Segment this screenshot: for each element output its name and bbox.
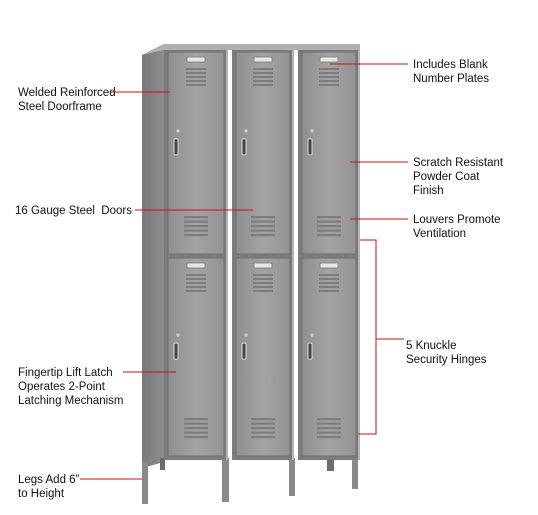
louver-slot: [319, 278, 339, 280]
locker-top: [142, 44, 360, 55]
louver-slot: [317, 216, 341, 219]
label-fingertip-latch: Fingertip Lift Latch Operates 2-Point La…: [18, 367, 124, 407]
latch-handle: [173, 138, 179, 156]
louver-slot: [251, 220, 275, 223]
louver-slot: [319, 68, 339, 70]
label-powder-coat: Scratch Resistant Powder Coat Finish: [413, 157, 504, 197]
louver-slot: [186, 68, 206, 70]
louver-slot: [319, 80, 339, 82]
label-welded-frame: Welded Reinforced Steel Doorframe: [18, 87, 116, 113]
louver-slot: [317, 229, 341, 232]
louver-slot: [186, 290, 206, 292]
louver-slot: [253, 76, 273, 78]
louver-slot: [184, 225, 208, 228]
louver-slot: [317, 418, 341, 421]
louver-slot: [319, 290, 339, 292]
louver-slot: [186, 80, 206, 82]
louver-slot: [186, 76, 206, 78]
label-number-plates: Includes Blank Number Plates: [413, 59, 490, 85]
number-plate: [186, 262, 206, 269]
louver-slot: [317, 234, 341, 237]
louver-slot: [184, 427, 208, 430]
louver-slot: [184, 220, 208, 223]
louver-slot: [186, 286, 206, 288]
louver-slot: [186, 274, 206, 276]
lock-hole: [176, 129, 180, 133]
lock-hole: [310, 129, 314, 133]
number-plate: [186, 56, 206, 63]
louver-slot: [186, 72, 206, 74]
louver-slot: [253, 68, 273, 70]
louver-slot: [253, 282, 273, 284]
louver-slot: [184, 422, 208, 425]
lock-hole: [176, 333, 180, 337]
lock-hole: [244, 333, 248, 337]
louver-slot: [251, 234, 275, 237]
louver-slot: [251, 418, 275, 421]
locker-side-panel: [142, 44, 164, 468]
louver-slot: [251, 427, 275, 430]
louver-slot: [251, 422, 275, 425]
label-hinges: 5 Knuckle Security Hinges: [406, 340, 487, 366]
latch-handle: [241, 138, 247, 156]
label-legs: Legs Add 6” to Height: [18, 474, 80, 500]
louver-slot: [186, 84, 206, 86]
louver-slot: [251, 216, 275, 219]
louver-slot: [186, 282, 206, 284]
louver-slot: [253, 72, 273, 74]
louver-slot: [184, 418, 208, 421]
louver-slot: [317, 422, 341, 425]
label-gauge-doors: 16 Gauge Steel Doors: [15, 205, 132, 217]
louver-slot: [317, 220, 341, 223]
louver-slot: [253, 274, 273, 276]
louver-slot: [186, 278, 206, 280]
latch-handle: [241, 342, 247, 360]
louver-slot: [253, 80, 273, 82]
louver-slot: [251, 431, 275, 434]
louver-slot: [253, 278, 273, 280]
louver-slot: [317, 225, 341, 228]
louver-slot: [184, 436, 208, 439]
louver-slot: [184, 216, 208, 219]
louver-slot: [184, 229, 208, 232]
louver-slot: [253, 286, 273, 288]
louver-slot: [184, 234, 208, 237]
louver-slot: [319, 72, 339, 74]
louver-slot: [184, 431, 208, 434]
locker-edge: [358, 50, 360, 460]
louver-slot: [319, 286, 339, 288]
latch-handle: [307, 138, 313, 156]
leader-hinges-bracket: [358, 239, 377, 435]
number-plate: [253, 262, 273, 269]
lock-hole: [244, 129, 248, 133]
louver-slot: [319, 76, 339, 78]
louver-slot: [317, 431, 341, 434]
louver-slot: [319, 274, 339, 276]
louver-slot: [253, 290, 273, 292]
louver-slot: [253, 84, 273, 86]
louver-slot: [317, 436, 341, 439]
latch-handle: [307, 342, 313, 360]
number-plate: [253, 56, 273, 63]
locker-legs: [142, 455, 358, 504]
louver-slot: [251, 225, 275, 228]
louver-slot: [251, 436, 275, 439]
label-louvers: Louvers Promote Ventilation: [413, 214, 501, 240]
latch-handle: [173, 342, 179, 360]
louver-slot: [317, 427, 341, 430]
louver-slot: [319, 282, 339, 284]
locker-edge: [226, 50, 228, 460]
lock-hole: [310, 333, 314, 337]
locker-edge: [292, 50, 294, 460]
louver-slot: [251, 229, 275, 232]
louver-slot: [319, 84, 339, 86]
number-plate: [319, 262, 339, 269]
number-plate: [319, 56, 339, 63]
